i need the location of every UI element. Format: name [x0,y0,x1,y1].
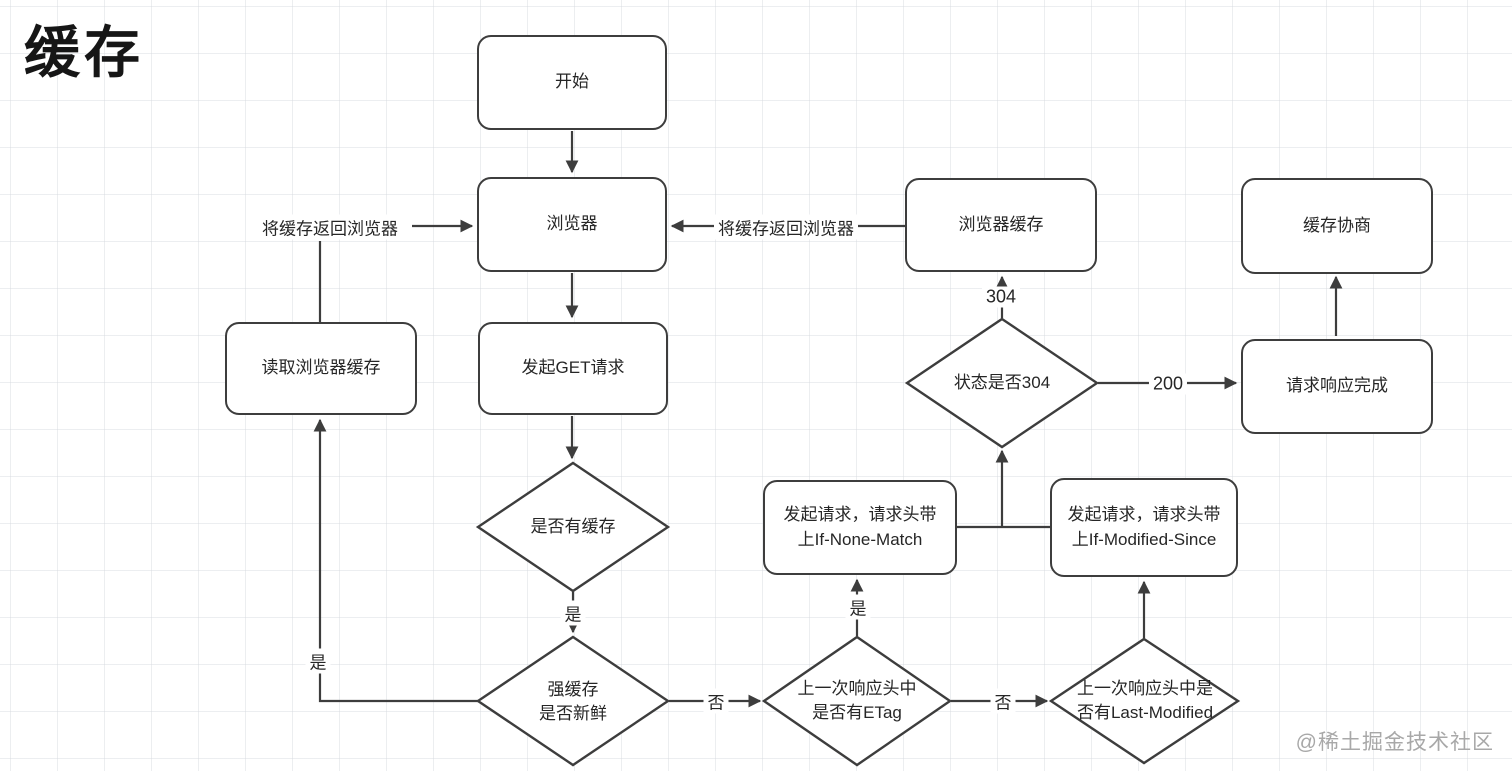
edge-label-200: 200 [1148,373,1188,395]
node-cache-negotiation: 缓存协商 [1241,178,1433,274]
diamond-has-cache [475,461,671,593]
node-request-if-none-match: 发起请求，请求头带 上If-None-Match [763,480,957,575]
edge-label-return-cache-right: 将缓存返回浏览器 [714,214,858,240]
node-request-if-modified-since: 发起请求，请求头带 上If-Modified-Since [1050,478,1238,577]
edge-label-no-strong-cache: 否 [703,688,729,714]
node-browser-cache: 浏览器缓存 [905,178,1097,272]
diamond-strong-cache-fresh [475,635,671,767]
diamond-status-is-304 [904,317,1100,449]
label-has-etag: 上一次响应头中 是否有ETag [797,679,917,722]
label-status-is-304: 状态是否304 [953,373,1051,393]
node-get-request: 发起GET请求 [478,322,668,415]
diamond-has-etag [761,635,953,767]
node-browser: 浏览器 [477,177,667,272]
node-start: 开始 [477,35,667,130]
label-has-last-modified: 上一次响应头中是 否有Last-Modified [1076,679,1214,722]
edge-label-yes-has-cache: 是 [560,600,586,626]
label-has-cache: 是否有缓存 [530,517,616,537]
label-strong-cache-fresh: 强缓存 是否新鲜 [539,680,607,723]
edge-strong-cache-yes-to-read-cache [313,418,478,703]
edge-label-yes-etag: 是 [845,594,871,620]
edge-label-304: 304 [981,286,1021,308]
diamond-has-last-modified [1048,637,1241,765]
watermark: @稀土掘金技术社区 [1295,731,1494,754]
node-read-browser-cache: 读取浏览器缓存 [225,322,417,415]
edge-label-yes-strong-cache: 是 [305,648,331,674]
edge-label-no-etag: 否 [990,688,1016,714]
edge-label-return-cache-left: 将缓存返回浏览器 [258,214,402,240]
page-title: 缓存 [24,21,144,84]
node-response-complete: 请求响应完成 [1241,339,1433,434]
